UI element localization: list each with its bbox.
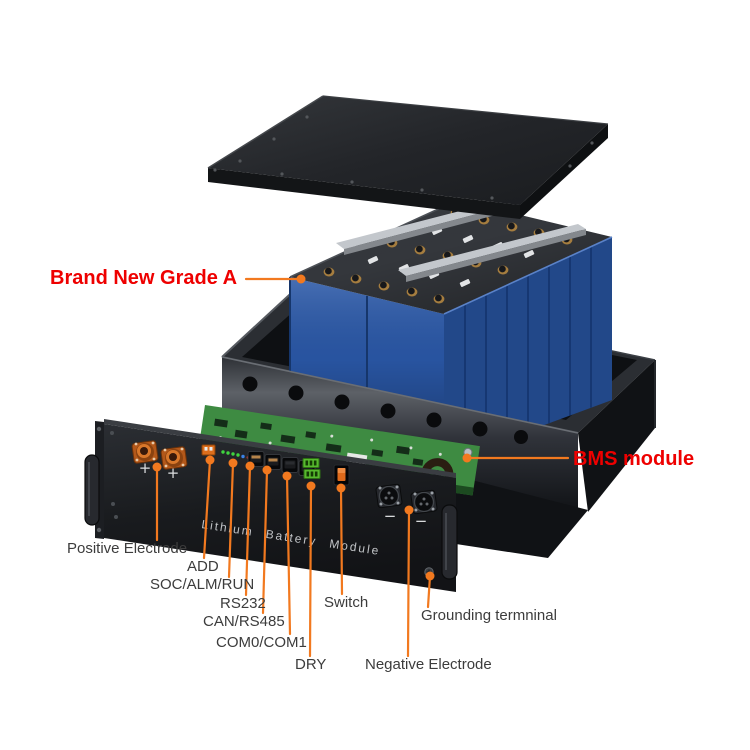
dry-contact-block-1: [302, 458, 320, 468]
part-label-soc-alm-run: SOC/ALM/RUN: [150, 576, 255, 593]
leader-line-add: [202, 458, 212, 560]
negative-terminal-1: [375, 483, 403, 509]
callout-dot-soc: [228, 458, 238, 468]
callout-dot-dry: [306, 481, 316, 491]
add-dip-switch: [201, 444, 216, 456]
leader-line-ground: [426, 574, 432, 609]
plus-mark-1: +: [139, 459, 152, 477]
part-label-can-rs485: CAN/RS485: [203, 613, 285, 630]
callout-dot-add: [205, 455, 215, 465]
minus-mark-2: −: [415, 512, 428, 530]
negative-terminal-2: [410, 489, 438, 515]
part-label-rs232: RS232: [220, 595, 266, 612]
dry-contact-block-2: [303, 469, 321, 479]
leader-line-can: [261, 468, 269, 615]
panel-handle-left: [84, 454, 100, 526]
part-label-negative-electrode: Negative Electrode: [365, 656, 492, 673]
part-label-positive-electrode: Positive Electrode: [67, 540, 188, 557]
callout-leaders: [152, 274, 570, 658]
callout-dot-negative: [404, 505, 414, 515]
plus-mark-2: +: [167, 464, 180, 482]
front-panel-face: [104, 424, 456, 592]
part-label-com0-com1: COM0/COM1: [216, 634, 307, 651]
callout-dot-brand: [296, 274, 306, 284]
power-switch: [333, 464, 350, 486]
callout-dot-can: [262, 465, 272, 475]
leader-line-switch: [339, 486, 344, 596]
callout-dot-ground: [425, 571, 435, 581]
case-right-wall: [578, 360, 655, 512]
callout-dot-positive: [152, 462, 162, 472]
part-label-switch: Switch: [324, 594, 369, 611]
callout-brand-new: Brand New Grade A: [50, 267, 238, 289]
top-cover: [207, 95, 609, 219]
case-vent-holes: [242, 376, 528, 444]
callout-dot-com: [282, 471, 292, 481]
callout-dot-rs232: [245, 461, 255, 471]
leader-line-com: [285, 474, 292, 636]
leader-line-soc: [227, 461, 235, 579]
leader-line-negative: [406, 508, 411, 658]
callout-dot-bms: [462, 453, 472, 463]
callout-dot-switch: [336, 483, 346, 493]
part-label-dry: DRY: [295, 656, 327, 673]
leader-line-dry: [308, 484, 313, 658]
panel-handle-right: [441, 504, 458, 580]
part-label-grounding-terminal: Grounding termninal: [421, 607, 557, 624]
cover-screw-holes: [213, 115, 594, 200]
callout-bms-module: BMS module: [573, 448, 695, 470]
part-label-add: ADD: [187, 558, 219, 575]
minus-mark-1: −: [384, 507, 397, 525]
case-bottom-right: [456, 476, 588, 558]
leader-line-rs232: [244, 464, 252, 597]
com0-port: [281, 457, 299, 473]
